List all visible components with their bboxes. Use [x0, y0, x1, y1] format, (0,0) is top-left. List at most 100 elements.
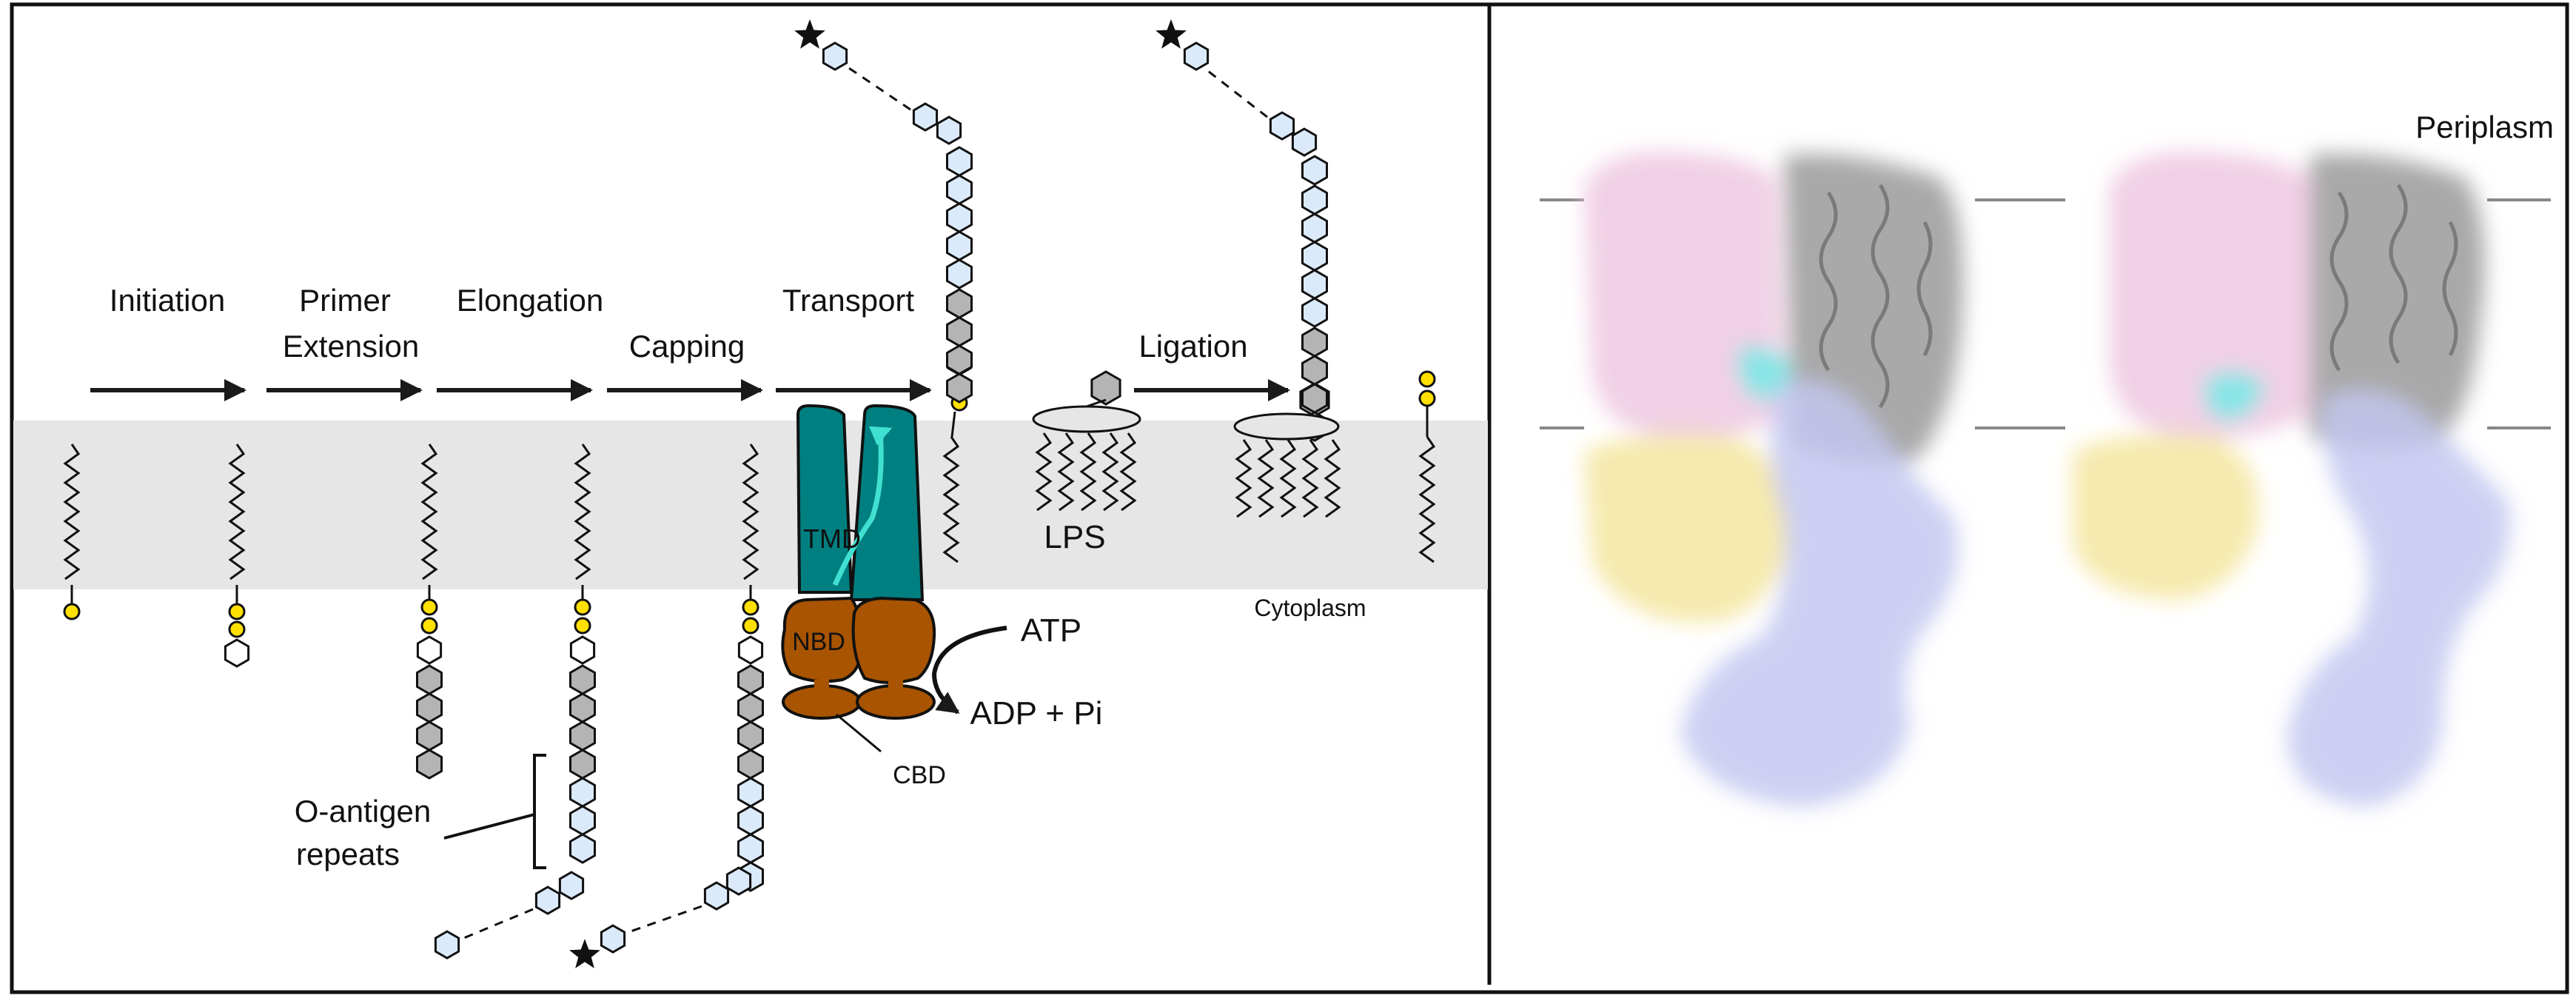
trans-sugar-g-0: [946, 288, 973, 319]
structure-1-surface: [1584, 151, 1963, 807]
capped-sugar-g-0: [737, 664, 764, 695]
lps-tail-0: [1035, 432, 1053, 512]
trans-dashed-link: [846, 65, 911, 111]
nbd-right: [851, 596, 936, 684]
cap-sugar-l-0: [569, 777, 596, 808]
structure-2-grey-domain: [2310, 154, 2485, 450]
capped-sugar-g-2: [737, 720, 764, 752]
label-transport: Transport: [782, 283, 915, 318]
label-cytoplasm: Cytoplasm: [1254, 595, 1366, 621]
cap-sugar-end: [434, 930, 460, 960]
label-periplasm: Periplasm: [2415, 110, 2554, 144]
lipid-head-capped-2: [742, 617, 759, 635]
label-ligation: Ligation: [1138, 329, 1247, 364]
ligated-sugar-l-0: [1301, 184, 1328, 215]
lps-tail-4: [1119, 432, 1137, 512]
ligated-sugar-g-1: [1301, 355, 1328, 386]
cap-sugar-w: [569, 635, 596, 665]
sugar-chains: [224, 19, 1330, 968]
label-initiation: Initiation: [110, 283, 225, 318]
lipid-head-elong-2: [420, 617, 438, 635]
capped-tail-1: [725, 866, 752, 896]
cap-sugar-l-2: [569, 833, 596, 864]
label-tmd: TMD: [803, 523, 861, 554]
structure-1-yellow-domain: [1584, 435, 1791, 623]
ligated-sugar-l-4: [1301, 297, 1328, 328]
lipid-head-initiation: [63, 603, 81, 620]
ligated-tail-3: [1301, 439, 1319, 518]
nbd-left: [781, 596, 864, 683]
trans-terminal-star: [794, 19, 825, 49]
lipid-head-elong-1: [420, 598, 438, 616]
structure-1-helices: [1819, 184, 1933, 409]
lps-tail-1: [1057, 432, 1075, 512]
capped-sugar-l-0: [737, 777, 764, 808]
structure-2-pink-domain: [2110, 151, 2310, 438]
label-adp: ADP + Pi: [970, 695, 1103, 732]
capped-dashed-link: [625, 905, 702, 934]
lipid-tail-elongation: [420, 444, 438, 580]
ligated-sugar-l2-0: [1301, 155, 1328, 186]
trans-sugar-l-1: [946, 174, 973, 205]
label-oantigen-2: repeats: [296, 837, 400, 871]
cap-sugar-g-3: [569, 749, 596, 780]
lps-core-sugar: [1090, 370, 1121, 406]
capped-sugar-end: [600, 924, 626, 954]
head-linker-trans: [950, 411, 956, 438]
elong-sugar-g-1: [416, 692, 443, 723]
cap-sugar-g-2: [569, 720, 596, 752]
capped-terminal-star: [569, 939, 600, 968]
lipid-tail-primer: [228, 444, 246, 580]
elong-sugar-g-0: [416, 664, 443, 695]
capped-sugar-g-1: [737, 692, 764, 723]
lipid-tail-transported: [942, 436, 960, 563]
substrate-path-arrow: [832, 426, 893, 586]
trans-sugar-end: [822, 41, 848, 71]
step-labels: Initiation Primer Extension Elongation C…: [110, 283, 1248, 364]
inner-membrane-band: [13, 421, 1488, 589]
lipid-carriers: [63, 370, 1436, 638]
lps-tail-3: [1101, 432, 1119, 512]
ligated-sugar-g-0: [1301, 327, 1328, 358]
ligated-sugar-end: [1183, 41, 1210, 71]
lps-tail-2: [1079, 432, 1097, 512]
lipid-head-cap-1: [574, 598, 591, 616]
outer-frame: [10, 2, 2569, 994]
trans-tail-2: [912, 102, 939, 132]
ligated-tail-4: [1324, 439, 1341, 518]
label-elongation: Elongation: [457, 283, 604, 318]
cap-sugar-g-0: [569, 664, 596, 695]
elong-sugar-g-2: [416, 720, 443, 752]
structure-2-cyan-patch: [2204, 372, 2265, 422]
lipid-a-head-right: [1233, 412, 1340, 441]
ligated-tail-1: [1291, 127, 1318, 157]
trans-sugar-l-4: [946, 258, 973, 290]
structure-panel: Periplasm: [1540, 110, 2554, 807]
trans-sugar-g-2: [946, 344, 973, 375]
oantigen-bracket: O-antigen repeats: [295, 754, 546, 871]
structure-2-helices: [2330, 184, 2458, 372]
ligated-sugar-l-1: [1301, 212, 1328, 244]
trans-sugar-l-3: [946, 230, 973, 261]
atp-hydrolysis-arrow: [931, 626, 1007, 714]
ligated-sugar-g-2: [1301, 383, 1328, 414]
trans-sugar-l-2: [946, 202, 973, 233]
lipid-head-primer-1: [228, 603, 246, 620]
structure-1-pink-domain: [1584, 151, 1784, 438]
trans-sugar-l-0: [946, 146, 973, 177]
capped-tail-2: [703, 881, 730, 911]
tmd-right: [849, 404, 925, 601]
ligated-terminal-star: [1155, 19, 1187, 49]
ligated-sugar-l-2: [1301, 241, 1328, 272]
trans-sugar-g-1: [946, 316, 973, 347]
lipid-tail-initiation: [63, 444, 81, 580]
structure-1-cyan-patch: [1737, 347, 1791, 400]
cap-sugar-l-1: [569, 805, 596, 836]
ligated-dashed-link: [1207, 70, 1268, 118]
capped-sugar-l-1: [737, 805, 764, 836]
primer-sugar: [224, 638, 250, 668]
lipid-tail-capping: [574, 444, 591, 580]
cap-sugar-g-1: [569, 692, 596, 723]
label-oantigen-1: O-antigen: [295, 794, 431, 829]
cap-dashed-link: [461, 908, 534, 940]
